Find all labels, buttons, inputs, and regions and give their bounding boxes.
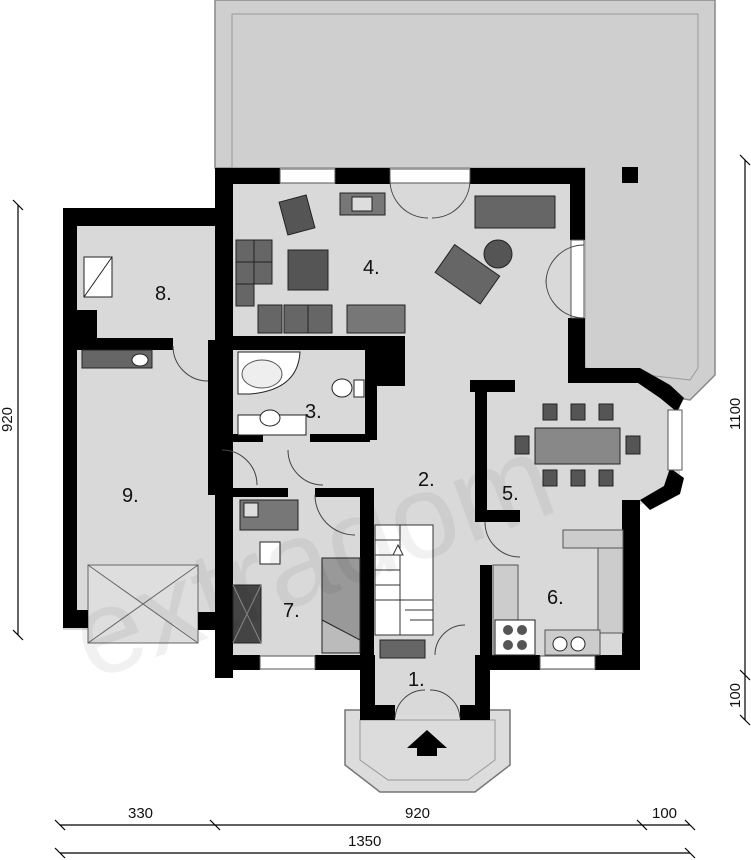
room-label-study: 7.	[283, 600, 300, 622]
dim-bottom-right: 100	[652, 805, 677, 822]
room-label-hall: 2.	[418, 469, 435, 491]
room-labels: 1. 2. 3. 4. 5. 6. 7. 8. 9.	[122, 257, 564, 691]
study-furniture	[232, 499, 361, 654]
room-label-bathroom: 3.	[305, 401, 322, 423]
windows	[259, 168, 683, 670]
entry-porch	[344, 709, 511, 793]
fireplace-icon	[346, 304, 406, 334]
stove-icon	[494, 619, 536, 656]
living-furniture	[235, 192, 556, 334]
room-label-dining: 5.	[502, 483, 519, 505]
kitchen-sink-icon	[552, 636, 568, 652]
dim-bottom-left: 330	[128, 805, 153, 822]
room-label-living: 4.	[363, 257, 380, 279]
room-label-kitchen: 6.	[547, 587, 564, 609]
walls	[63, 168, 684, 720]
couch-icon	[434, 243, 501, 305]
dining-table-icon	[534, 427, 621, 465]
dim-right-lower: 100	[727, 683, 744, 708]
doors	[172, 179, 585, 719]
sofa-right-icon	[474, 195, 556, 229]
armchair-icon	[278, 194, 316, 236]
terrace-post	[622, 167, 638, 183]
dimension-labels: 330 920 100 1350 920 1100 100	[0, 398, 744, 850]
room-label-entry: 1.	[408, 669, 425, 691]
kitchen-counter-top	[562, 529, 624, 549]
shoe-cabinet	[379, 639, 426, 659]
utility-fixtures	[81, 256, 153, 369]
dim-bottom-total: 1350	[348, 833, 381, 850]
side-table-icon	[483, 239, 513, 269]
coffee-table	[287, 249, 329, 291]
room-label-utility: 8.	[155, 283, 172, 305]
sofa-icon	[235, 239, 333, 334]
sink-icon	[131, 353, 149, 367]
dim-right-upper: 1100	[727, 398, 744, 430]
kitchen-fixtures	[492, 529, 624, 656]
dimension-lines	[12, 154, 751, 859]
dining-furniture	[514, 403, 641, 487]
dim-bottom-middle: 920	[405, 805, 430, 822]
office-chair-icon	[259, 541, 281, 565]
dim-left-height: 920	[0, 407, 16, 432]
room-label-garage: 9.	[122, 485, 139, 507]
entry-arrow-icon	[407, 730, 447, 756]
bathroom-fixtures	[237, 351, 365, 436]
toilet-icon	[331, 378, 353, 398]
staircase-icon	[374, 524, 434, 659]
